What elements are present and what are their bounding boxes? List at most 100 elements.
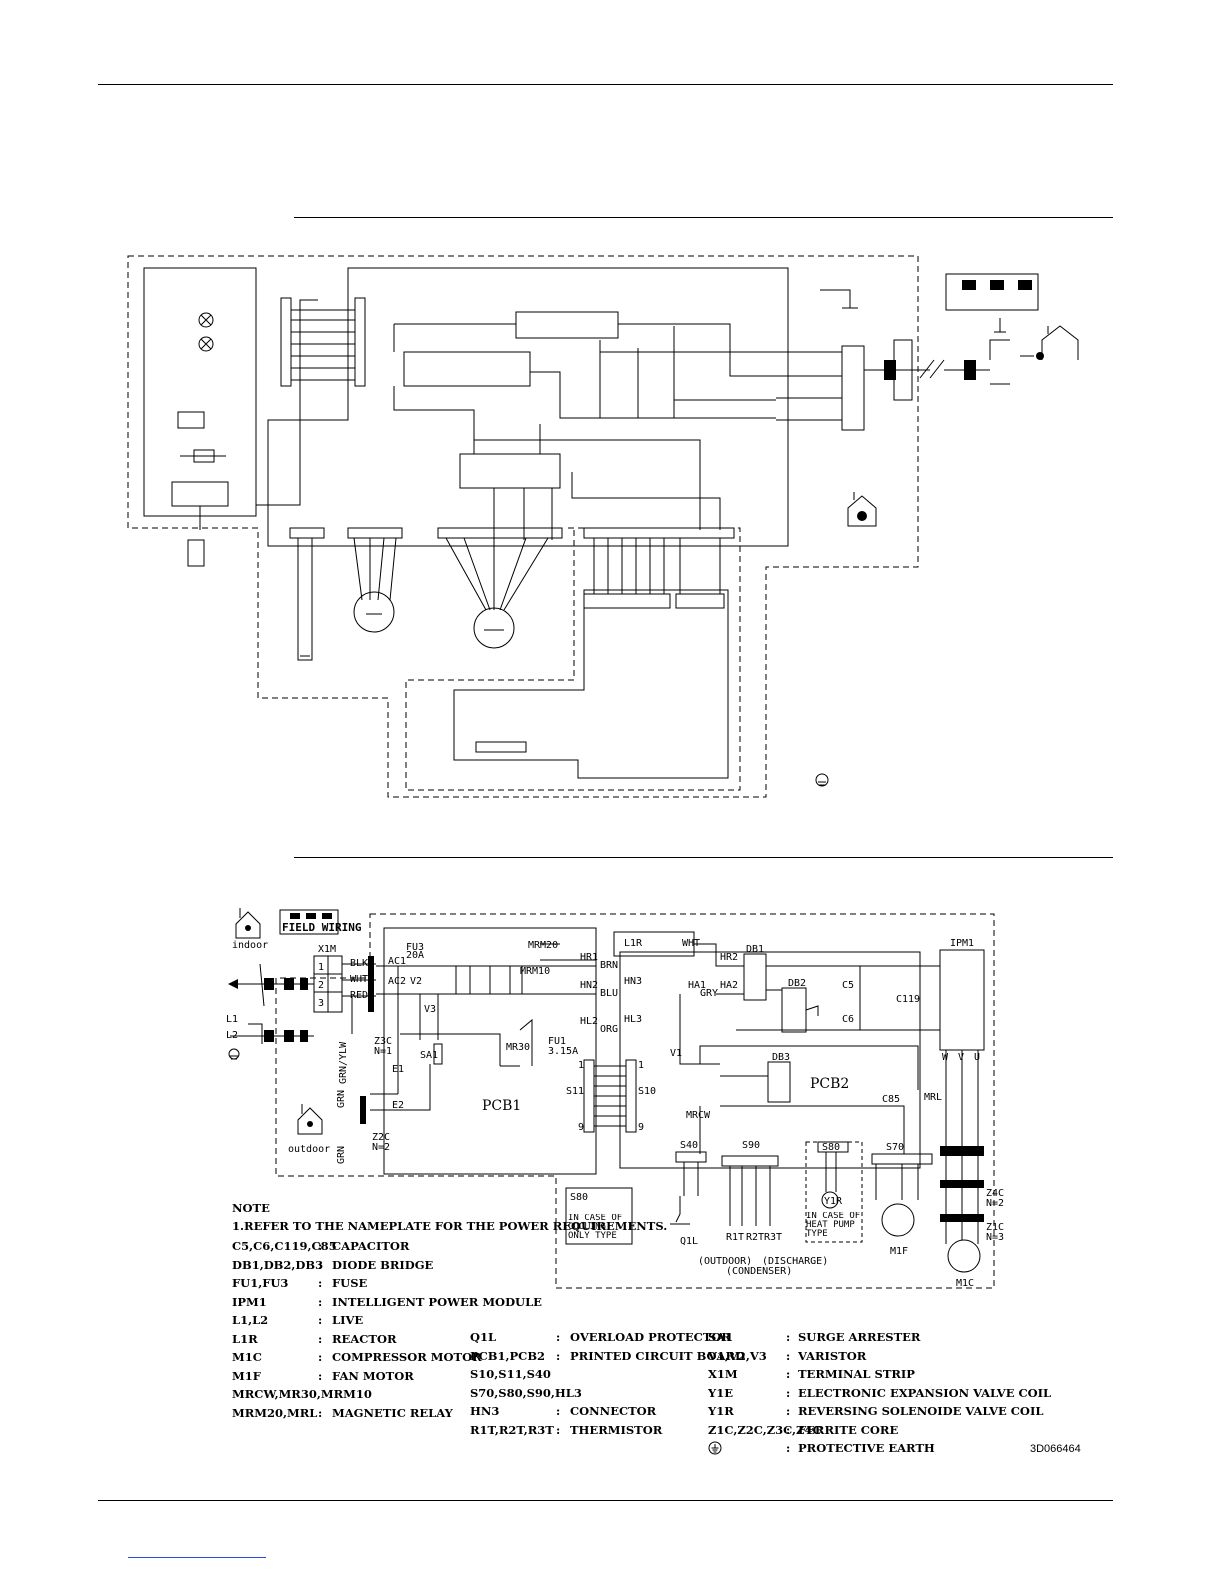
- pcb1-board: [383, 927, 597, 1175]
- legend-colon: :: [318, 1239, 323, 1253]
- legend-colon: :: [318, 1257, 323, 1272]
- s10-label: S10: [638, 1086, 656, 1097]
- z1c-label: Z1C: [986, 1222, 1004, 1233]
- svg-text:W: W: [942, 1052, 949, 1063]
- indoor-house-icon: [235, 908, 323, 1135]
- svg-text:(OUTDOOR): (OUTDOOR): [698, 1256, 752, 1267]
- footer-rule: [98, 1500, 1113, 1501]
- wire-blk-label: BLK: [350, 958, 368, 969]
- legend-colon: :: [786, 1422, 791, 1437]
- svg-text:S80: S80: [570, 1192, 588, 1203]
- header-rule: [98, 84, 1113, 85]
- hr1-label: HR1: [580, 952, 598, 963]
- legend-description: MAGNETIC RELAY: [332, 1405, 453, 1420]
- legend-colon: :: [318, 1331, 323, 1346]
- svg-text:9: 9: [578, 1122, 584, 1133]
- mrm20-label: MRM20: [528, 940, 558, 951]
- svg-text:1: 1: [578, 1060, 584, 1071]
- section-rule-top: [294, 217, 1113, 218]
- c85-label: C85: [882, 1094, 900, 1105]
- legend-code: R1T,R2T,R3T: [470, 1422, 554, 1437]
- db2-label: DB2: [788, 978, 806, 989]
- svg-text:N=3: N=3: [986, 1232, 1004, 1243]
- fu1-label: FU1: [548, 1036, 566, 1047]
- hl3-label: HL3: [624, 1014, 642, 1025]
- legend-colon: :: [786, 1348, 791, 1363]
- wire-org-label: ORG: [600, 1024, 618, 1035]
- legend-code: S10,S11,S40: [470, 1367, 551, 1381]
- legend-description: FAN MOTOR: [332, 1368, 414, 1383]
- l1-label: L1: [226, 1014, 238, 1025]
- svg-text:WHT: WHT: [682, 938, 700, 949]
- legend-description: PROTECTIVE EARTH: [798, 1441, 935, 1455]
- legend-description: TERMINAL STRIP: [798, 1367, 915, 1381]
- ac2-label: AC2: [388, 976, 406, 987]
- legend-code: S70,S80,S90,HL3: [470, 1385, 582, 1400]
- svg-text:GRN: GRN: [336, 1090, 347, 1108]
- wire-gry-label: GRY: [700, 988, 718, 999]
- s40-label: S40: [680, 1140, 698, 1151]
- z3c-label: Z3C: [374, 1036, 392, 1047]
- heat-pump-note: IN CASE OF HEAT PUMP TYPE: [806, 1212, 861, 1239]
- upper-main-board: [267, 267, 789, 547]
- mrl-label: MRL: [924, 1092, 942, 1103]
- legend-description: FERRITE CORE: [798, 1422, 899, 1437]
- note-line-1: 1.REFER TO THE NAMEPLATE FOR THE POWER R…: [232, 1219, 668, 1233]
- legend-code: MRM20,MRL: [232, 1405, 318, 1420]
- legend-code: M1C: [232, 1350, 262, 1364]
- ha1-label: HA1: [688, 980, 706, 991]
- y1r-label: Y1R: [824, 1196, 843, 1207]
- svg-text:9: 9: [638, 1122, 644, 1133]
- legend-code: M1F: [232, 1368, 261, 1383]
- upper-wiring-diagram: [127, 255, 1079, 798]
- legend-colon: :: [786, 1367, 791, 1381]
- legend-code: SA1: [708, 1330, 734, 1344]
- svg-text:N=1: N=1: [374, 1046, 392, 1057]
- r3t-label: R3T: [764, 1232, 782, 1243]
- r1t-label: R1T: [726, 1232, 744, 1243]
- s11-label: S11: [566, 1086, 584, 1097]
- legend-description: PRINTED CIRCUIT BOARD: [570, 1348, 746, 1363]
- legend-colon: :: [556, 1348, 561, 1363]
- earth-icon: [708, 1441, 722, 1458]
- legend-description: VARISTOR: [798, 1348, 867, 1363]
- svg-text:(DISCHARGE): (DISCHARGE): [762, 1256, 828, 1267]
- legend-description: THERMISTOR: [570, 1422, 663, 1437]
- legend-code: PCB1,PCB2: [470, 1348, 546, 1363]
- l1r-label: L1R: [624, 938, 643, 949]
- legend-description: INTELLIGENT POWER MODULE: [332, 1294, 542, 1309]
- s70-label: S70: [886, 1142, 904, 1153]
- ipm1-label: IPM1: [950, 938, 974, 949]
- legend-code: MRCW,MR30,MRM10: [232, 1387, 372, 1401]
- z4c-label: Z4C: [986, 1188, 1004, 1199]
- m1f-label: M1F: [890, 1246, 908, 1257]
- legend-colon: :: [556, 1330, 561, 1344]
- wire-red-label: RED: [350, 990, 368, 1001]
- ipm1-module: [939, 949, 985, 1051]
- svg-text:3.15A: 3.15A: [548, 1046, 578, 1057]
- wire-blu-label: BLU: [600, 988, 618, 999]
- db1-label: DB1: [746, 944, 764, 955]
- ha2-label: HA2: [720, 980, 738, 991]
- legend-code: Q1L: [470, 1330, 497, 1344]
- legend-description: COMPRESSOR MOTOR: [332, 1350, 482, 1364]
- cooling-only-note: IN CASE OF COOLING ONLY TYPE: [568, 1214, 623, 1241]
- legend-code: IPM1: [232, 1294, 267, 1309]
- db3-label: DB3: [772, 1052, 790, 1063]
- ac1-label: AC1: [388, 956, 406, 967]
- hn2-label: HN2: [580, 980, 598, 991]
- wire-wht-label: WHT: [350, 974, 368, 985]
- v2-label: V2: [410, 976, 422, 987]
- legend-description: DIODE BRIDGE: [332, 1257, 434, 1272]
- footer-link-underline[interactable]: [128, 1557, 266, 1558]
- legend-colon: :: [556, 1404, 561, 1418]
- legend-colon: :: [786, 1441, 791, 1455]
- legend-code: FU1,FU3: [232, 1276, 289, 1290]
- svg-text:3: 3: [318, 998, 324, 1009]
- legend-description: REVERSING SOLENOIDE VALVE COIL: [798, 1404, 1044, 1418]
- legend-code: DB1,DB2,DB3: [232, 1257, 324, 1272]
- legend-code: X1M: [708, 1367, 738, 1381]
- pcb2-board: [619, 951, 921, 1169]
- legend-code: Y1R: [708, 1404, 734, 1418]
- wire-grn-ylw-label: GRN/YLW: [338, 1041, 349, 1084]
